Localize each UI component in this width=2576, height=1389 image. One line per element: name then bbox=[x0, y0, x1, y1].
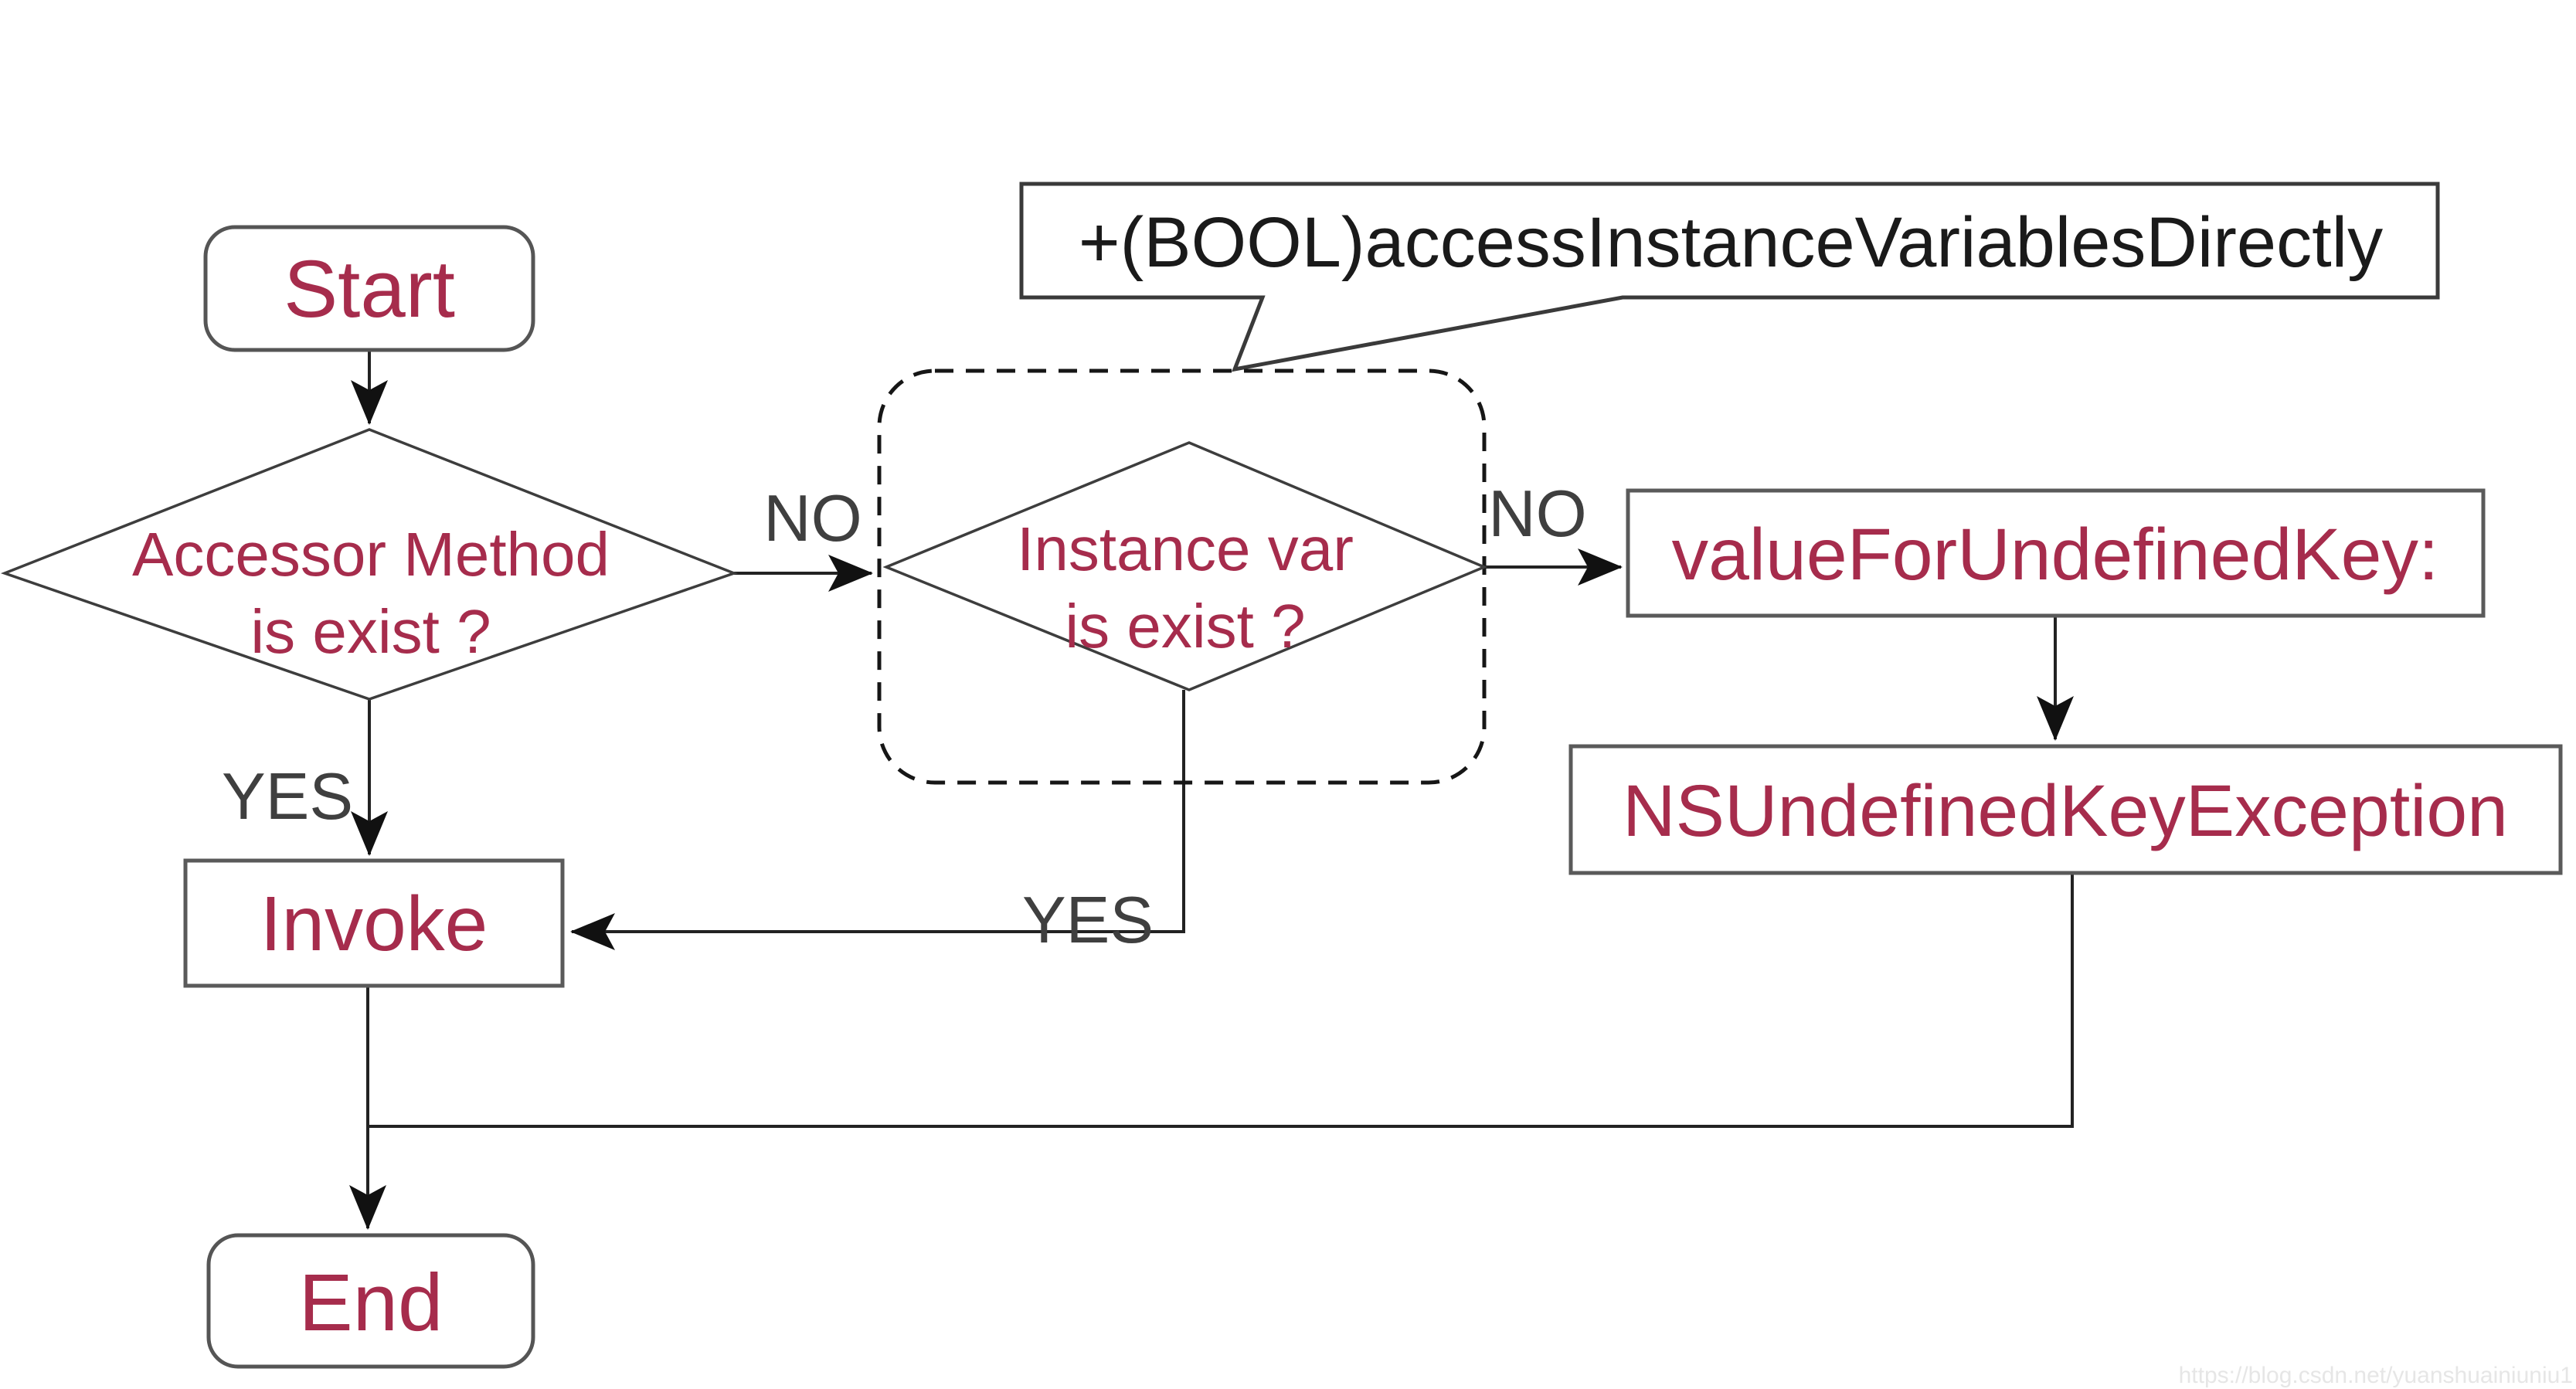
instance-decision-label-line1: Instance var bbox=[1017, 515, 1354, 583]
callout-label: +(BOOL)accessInstanceVariablesDirectly bbox=[1079, 203, 2383, 282]
edge-exception-to-stem bbox=[368, 873, 2074, 1128]
accessor-decision-label-line1: Accessor Method bbox=[132, 520, 610, 589]
access-instance-variables-container bbox=[877, 368, 1487, 785]
ns-undefined-key-exception-shape bbox=[1568, 744, 2563, 875]
connectors bbox=[349, 350, 2074, 1230]
edge-labels: NO YES NO YES bbox=[222, 477, 1587, 957]
invoke-shape bbox=[183, 858, 565, 988]
label-yes-instance: YES bbox=[1022, 884, 1154, 957]
start-label: Start bbox=[284, 244, 455, 335]
end-shape bbox=[206, 1233, 535, 1369]
label-yes-accessor: YES bbox=[222, 760, 353, 834]
value-for-undefined-key-label: valueForUndefinedKey: bbox=[1672, 514, 2439, 596]
accessor-decision-shape bbox=[0, 428, 739, 701]
start-node: Start bbox=[203, 225, 535, 352]
instance-decision-shape bbox=[882, 441, 1488, 691]
start-shape bbox=[203, 225, 535, 352]
accessor-decision-label-line2: is exist ? bbox=[250, 597, 491, 666]
label-no-accessor: NO bbox=[763, 482, 862, 555]
callout-node: +(BOOL)accessInstanceVariablesDirectly bbox=[1019, 182, 2440, 372]
instance-decision-node: Instance var is exist ? bbox=[882, 441, 1488, 691]
watermark-text: https://blog.csdn.net/yuanshuainiuniu1 bbox=[2179, 1363, 2573, 1388]
invoke-label: Invoke bbox=[260, 881, 488, 967]
edge-instance-yes-to-invoke bbox=[570, 690, 1185, 950]
callout-shape bbox=[1019, 182, 2440, 372]
ns-undefined-key-exception-label: NSUndefinedKeyException bbox=[1623, 770, 2508, 852]
label-no-instance: NO bbox=[1488, 477, 1587, 551]
end-node: End bbox=[206, 1233, 535, 1369]
value-for-undefined-key-node: valueForUndefinedKey: bbox=[1626, 488, 2486, 618]
instance-decision-label-line2: is exist ? bbox=[1065, 592, 1305, 661]
accessor-decision-node: Accessor Method is exist ? bbox=[0, 428, 739, 701]
end-label: End bbox=[299, 1258, 443, 1348]
invoke-node: Invoke bbox=[183, 858, 565, 988]
ns-undefined-key-exception-node: NSUndefinedKeyException bbox=[1568, 744, 2563, 875]
value-for-undefined-key-shape bbox=[1626, 488, 2486, 618]
